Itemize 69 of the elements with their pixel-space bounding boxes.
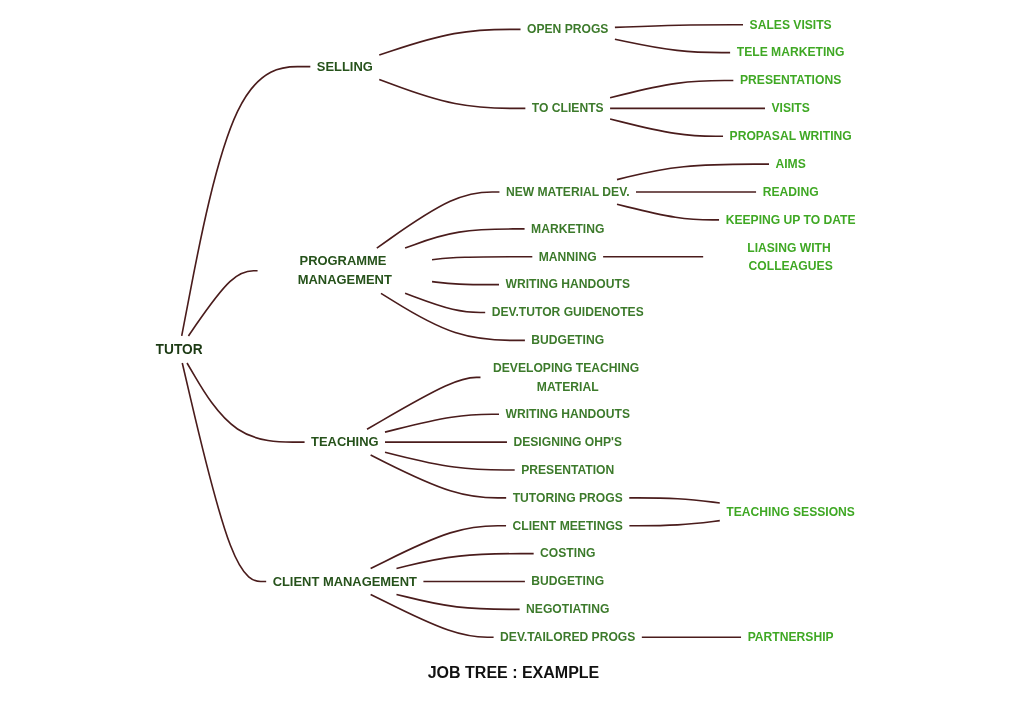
connector [431,280,500,286]
connector [635,191,758,193]
connector [628,497,721,504]
connector [609,118,724,138]
connector [628,519,721,527]
connector [616,203,720,221]
connector [181,362,267,583]
connector [395,593,521,611]
node-text: BUDGETING [531,332,605,347]
node-text: TUTOR [155,341,203,357]
connector [366,376,482,431]
node-text: NEGOTIATING [526,601,610,616]
connector [378,78,527,110]
node-text: DESIGNING OHP'S [513,434,622,449]
node-text: WRITING HANDOUTS [505,277,630,291]
node-text: DEV.TAILORED PROGS [500,629,636,644]
connector [384,441,508,443]
connector [369,454,507,499]
node-text: TUTORING PROGS [512,490,623,505]
node-text: BUDGETING [531,574,605,588]
node-text: WRITING HANDOUTS [505,406,630,421]
node-text: CLIENT MEETINGS [512,518,623,533]
connector [431,256,534,261]
node-text: OPEN PROGS [526,21,609,36]
node-text: PROGRAMME MANAGEMENT [297,253,392,287]
node-text: PARTNERSHIP [747,629,834,644]
node-text: DEVELOPING TEACHING MATERIAL [492,360,640,393]
connector [369,524,507,570]
connector [378,28,522,56]
node-text: PRESENTATIONS [740,73,842,87]
connector [384,451,516,471]
connector [384,413,500,433]
connector [609,79,735,99]
connector [376,191,501,249]
node-text: MANNING [538,249,597,264]
connector [186,362,306,443]
node-text: AIMS [775,156,806,171]
node-text: SELLING [316,59,373,74]
node-text: SALES VISITS [749,17,832,32]
connector [180,65,312,337]
node-text: CLIENT MANAGEMENT [272,574,417,588]
node-text: KEEPING UP TO DATE [725,212,856,227]
node-text: LIASING WITH COLLEAGUES [747,240,833,273]
node-text: PROPASAL WRITING [729,128,852,143]
node-text: COSTING [540,546,596,560]
node-text: TO CLIENTS [531,100,604,115]
node-text: TEACHING [311,434,379,449]
connector [380,292,526,342]
node-text: MARKETING [531,221,605,236]
connector [616,163,770,181]
connector [602,256,705,258]
connector [187,269,259,337]
node-text: TEACHING SESSIONS [726,504,855,519]
connector [614,38,732,54]
node-text: VISITS [771,100,810,115]
connector [609,107,766,110]
connector [404,228,526,249]
connector [404,292,486,314]
connector [641,636,742,639]
connector [395,552,535,570]
node-text: TELE MARKETING [736,45,845,59]
node-text: PRESENTATION [521,462,615,477]
node-text: READING [762,184,819,199]
node-text: NEW MATERIAL DEV. [505,184,630,199]
node-text: DEV.TUTOR GUIDENOTES [491,305,644,319]
connector [369,593,495,639]
caption: JOB TREE : EXAMPLE [427,664,600,681]
connector [614,23,744,29]
connector [422,580,526,583]
